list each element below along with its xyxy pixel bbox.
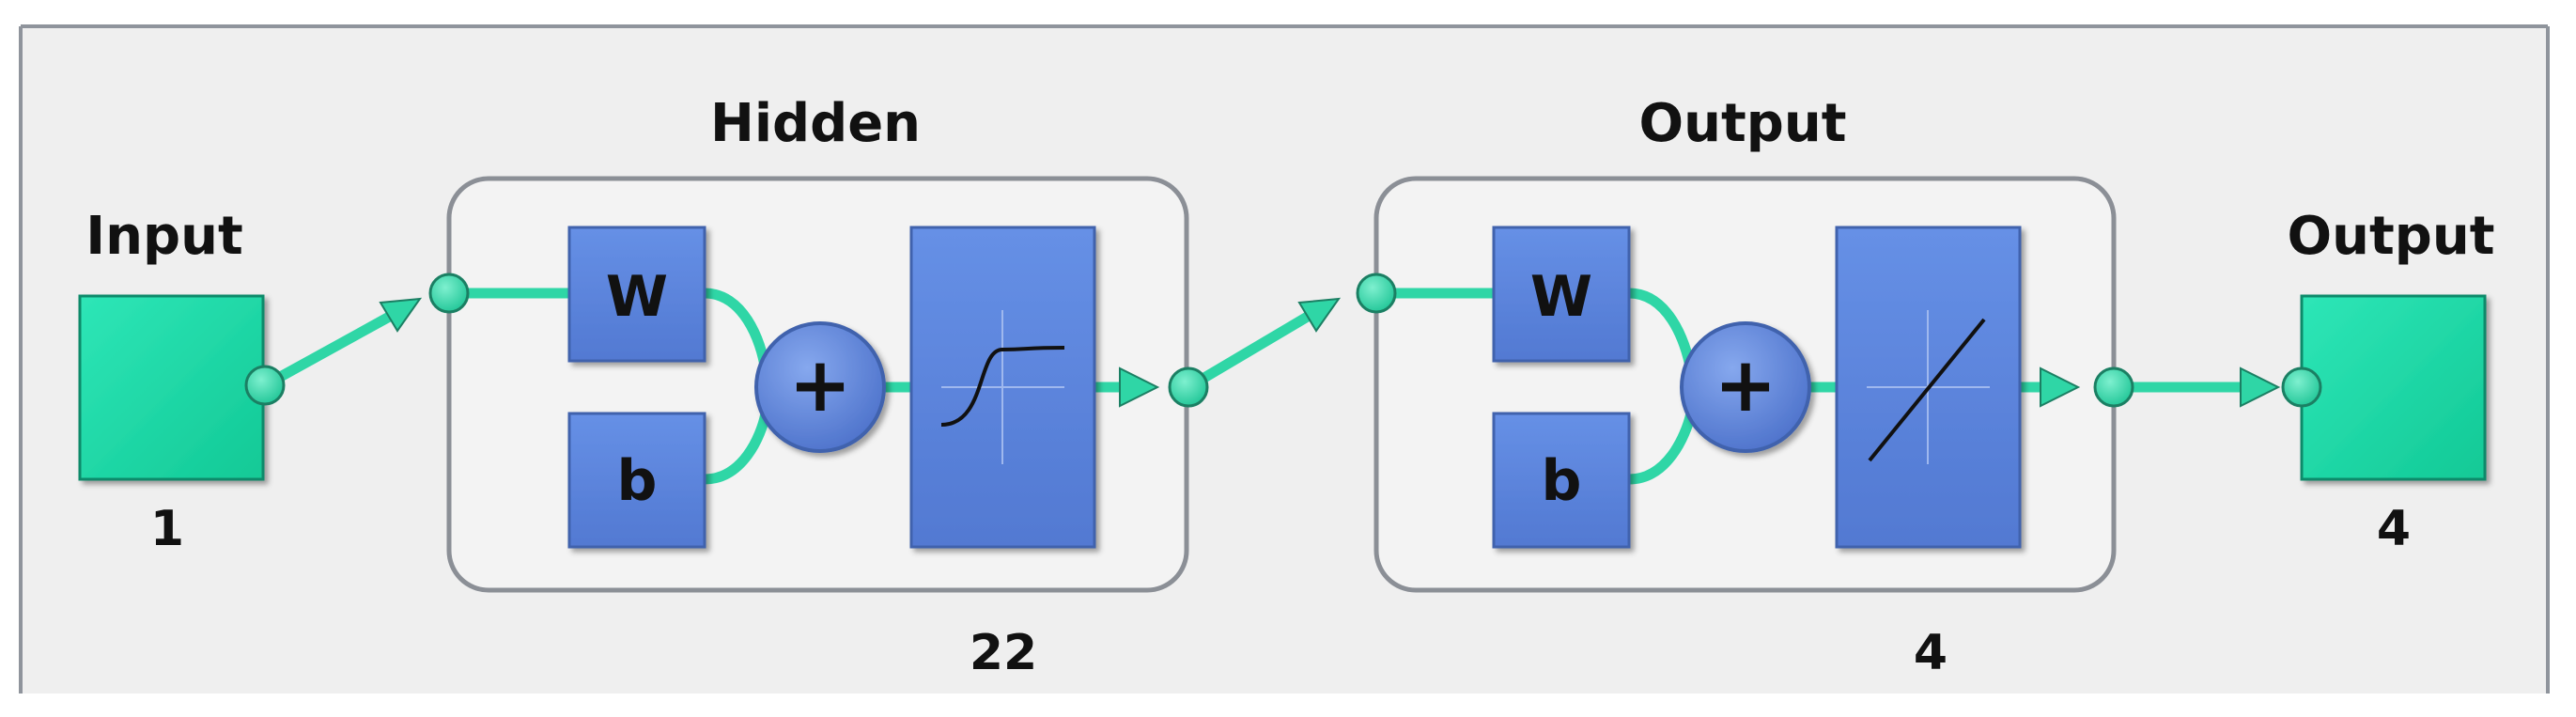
output-layer-sum-node [1680, 321, 1811, 453]
hidden-weight-block [567, 226, 706, 363]
output-input-node [2281, 366, 2322, 408]
input-output-node [244, 365, 286, 406]
hidden-bias-label: b [617, 448, 658, 514]
tansig-curve-icon [940, 346, 1065, 427]
hidden-bias-block [567, 412, 706, 549]
output-block [2300, 294, 2487, 481]
output-layer-output-node [2093, 366, 2134, 408]
output-layer-bias-label: b [1542, 448, 1582, 514]
output-layer-title: Output [1639, 93, 1847, 154]
output-layer-weight-label: W [1530, 264, 1592, 330]
purelin-line-icon [1868, 318, 1986, 462]
hidden-output-node [1168, 366, 1209, 408]
output-size: 4 [2377, 501, 2411, 557]
output-layer-size: 4 [1914, 625, 1948, 681]
hidden-connector-arrow [1297, 297, 1342, 333]
output-layer-bias-block [1492, 412, 1631, 549]
input-block [78, 294, 265, 481]
input-connector-line [262, 310, 396, 390]
hidden-connector-line [1186, 310, 1313, 392]
input-size: 1 [150, 501, 184, 557]
output-layer-input-node [1356, 273, 1397, 314]
input-title: Input [85, 206, 242, 267]
hidden-sum-node [754, 321, 886, 453]
hidden-size: 22 [970, 625, 1037, 681]
output-title: Output [2288, 206, 2495, 267]
hidden-input-node [428, 273, 470, 314]
hidden-title: Hidden [710, 93, 921, 154]
hidden-output-arrow [1119, 366, 1160, 408]
hidden-sum-symbol: + [788, 341, 851, 429]
output-layer-weight-block [1492, 226, 1631, 363]
hidden-weight-label: W [606, 264, 668, 330]
input-connector-arrow [379, 297, 423, 333]
output-layer-output-arrow [2040, 366, 2081, 408]
output-layer-sum-symbol: + [1714, 341, 1777, 429]
output-layer-bias-to-sum-line [1628, 412, 1697, 485]
hidden-bias-to-sum-line [704, 412, 771, 485]
diagram-background [21, 26, 2548, 694]
output-connector-arrow [2240, 366, 2281, 408]
